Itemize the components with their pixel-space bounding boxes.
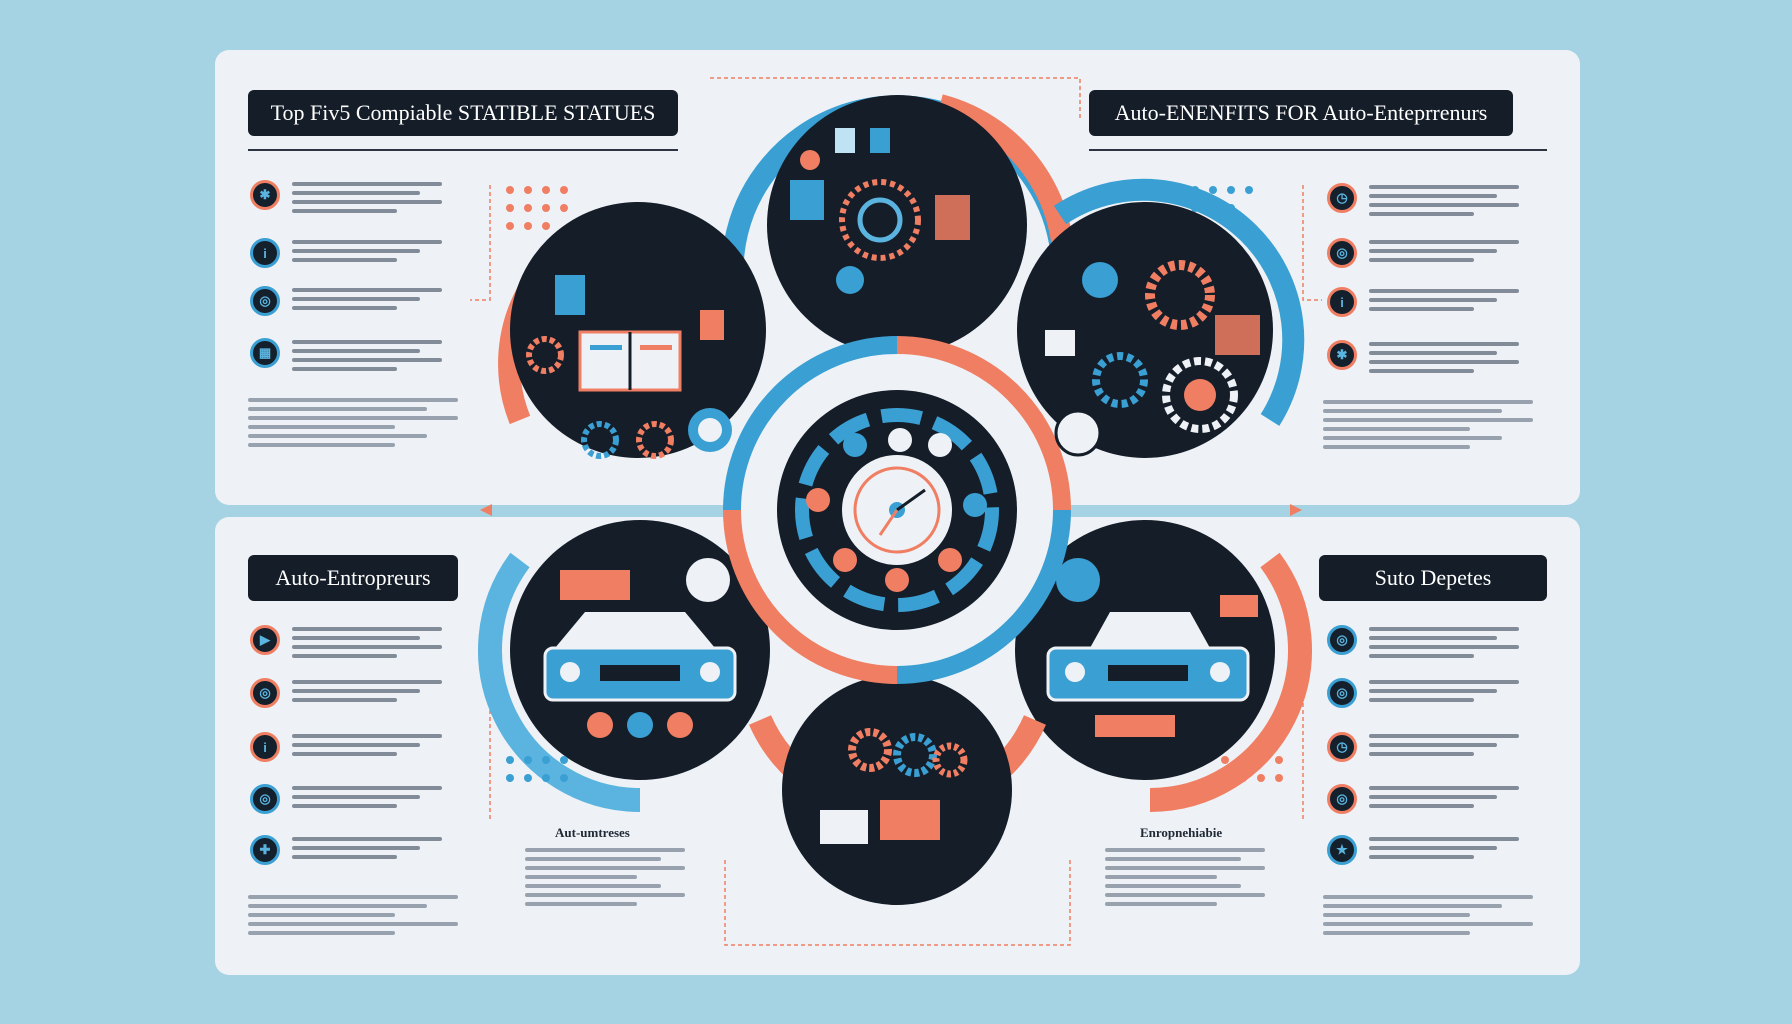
arrow-right-icon xyxy=(1290,504,1302,516)
target-icon: ◎ xyxy=(250,678,280,708)
feature-item: ◎ xyxy=(250,286,442,316)
clock-icon: ◷ xyxy=(1327,183,1357,213)
badge-icon xyxy=(1056,558,1100,602)
title-bottom-right: Suto Depetes xyxy=(1319,555,1547,601)
paragraph-block xyxy=(248,398,458,452)
badge-icon xyxy=(1054,409,1102,457)
gear-icon: ✱ xyxy=(1327,340,1357,370)
grid-icon: ▦ xyxy=(250,338,280,368)
feature-item: ◎ xyxy=(1327,678,1519,708)
feature-item: ★ xyxy=(1327,835,1519,865)
paragraph-block xyxy=(248,895,458,940)
feature-item: ✱ xyxy=(1327,340,1519,378)
top-circle-group xyxy=(721,94,1075,355)
feature-item: i xyxy=(250,238,442,268)
left-top-circle-group xyxy=(498,202,766,459)
paragraph-block xyxy=(1105,848,1265,911)
feature-item: ◷ xyxy=(1327,732,1519,762)
star-icon: ★ xyxy=(1327,835,1357,865)
feature-item: ◎ xyxy=(1327,625,1519,663)
subtitle-rule-right xyxy=(1089,144,1547,151)
clock-icon: ◷ xyxy=(1327,732,1357,762)
paragraph-block xyxy=(1323,400,1533,454)
feature-item: ◎ xyxy=(1327,238,1519,268)
center-hub xyxy=(723,336,1071,684)
right-top-circle-group xyxy=(1017,178,1305,458)
plus-icon: ✚ xyxy=(250,835,280,865)
target-icon: ◎ xyxy=(1327,784,1357,814)
gear-icon: ✱ xyxy=(250,180,280,210)
feature-item: i xyxy=(1327,287,1519,317)
subtitle-rule-left xyxy=(248,144,678,151)
play-icon: ▶ xyxy=(250,625,280,655)
feature-item: ✱ xyxy=(250,180,442,218)
info-icon: i xyxy=(250,732,280,762)
feature-item: ◎ xyxy=(250,784,442,814)
target-icon: ◎ xyxy=(1327,678,1357,708)
feature-item: ◎ xyxy=(250,678,442,708)
paragraph-block xyxy=(525,848,685,911)
feature-item: ▶ xyxy=(250,625,442,663)
target-icon: ◎ xyxy=(250,286,280,316)
feature-item: ✚ xyxy=(250,835,442,865)
title-top-left: Top Fiv5 Compiable STATIBLE STATUES xyxy=(248,90,678,136)
title-top-right: Auto-ENENFITS FOR Auto-Enteprrenurs xyxy=(1089,90,1513,136)
feature-item: ▦ xyxy=(250,338,442,376)
target-icon: ◎ xyxy=(1327,238,1357,268)
feature-item: i xyxy=(250,732,442,762)
title-bottom-left: Auto-Entropreurs xyxy=(248,555,458,601)
caption-center-left: Aut-umtreses xyxy=(555,825,630,840)
left-bottom-circle-group xyxy=(478,520,770,812)
dot-grid-decoration xyxy=(506,186,1283,782)
arrow-left-icon xyxy=(480,504,492,516)
dot-grid-decoration xyxy=(506,186,1253,782)
target-icon: ◎ xyxy=(250,784,280,814)
paragraph-block xyxy=(1323,895,1533,940)
info-icon: i xyxy=(250,238,280,268)
badge-icon xyxy=(686,558,730,602)
caption-center-right: Enropnehiabie xyxy=(1140,825,1223,840)
target-icon: ◎ xyxy=(1327,625,1357,655)
feature-item: ◷ xyxy=(1327,183,1519,221)
info-icon: i xyxy=(1327,287,1357,317)
feature-item: ◎ xyxy=(1327,784,1519,814)
bottom-circle-group xyxy=(749,675,1046,905)
